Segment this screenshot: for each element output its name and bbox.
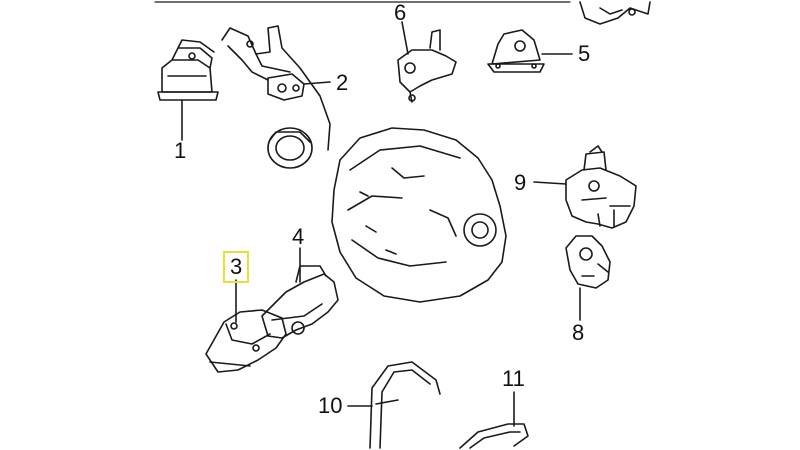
part-11-bar[interactable] bbox=[459, 423, 529, 449]
leader-2 bbox=[303, 81, 331, 85]
callout-6[interactable]: 6 bbox=[394, 0, 407, 25]
callout-1[interactable]: 1 bbox=[174, 138, 187, 163]
callout-10[interactable]: 10 bbox=[318, 393, 343, 418]
part-5-mount[interactable] bbox=[487, 29, 545, 73]
part-9-bracket[interactable] bbox=[565, 145, 637, 229]
round-cap[interactable] bbox=[267, 127, 313, 169]
part-top-right-fragment[interactable] bbox=[579, 1, 651, 25]
part-8-mount[interactable] bbox=[565, 235, 611, 289]
part-2-bracket[interactable] bbox=[267, 73, 305, 101]
part-10-rod[interactable] bbox=[369, 361, 441, 449]
callout-8[interactable]: 8 bbox=[572, 320, 585, 345]
callout-2[interactable]: 2 bbox=[336, 70, 349, 95]
part-6-bracket[interactable] bbox=[397, 29, 457, 103]
callout-5[interactable]: 5 bbox=[578, 41, 591, 66]
leader-9 bbox=[533, 181, 567, 185]
part-3-bracket[interactable] bbox=[205, 309, 287, 373]
callout-4[interactable]: 4 bbox=[292, 224, 305, 249]
transmission-housing[interactable] bbox=[331, 127, 507, 303]
callout-3-highlighted[interactable]: 3 bbox=[222, 251, 250, 283]
leader-6 bbox=[401, 21, 409, 55]
part-1-mount[interactable] bbox=[157, 39, 219, 101]
crossmember-frame[interactable] bbox=[221, 25, 331, 151]
callout-11[interactable]: 11 bbox=[502, 366, 525, 391]
callout-9[interactable]: 9 bbox=[514, 170, 527, 195]
